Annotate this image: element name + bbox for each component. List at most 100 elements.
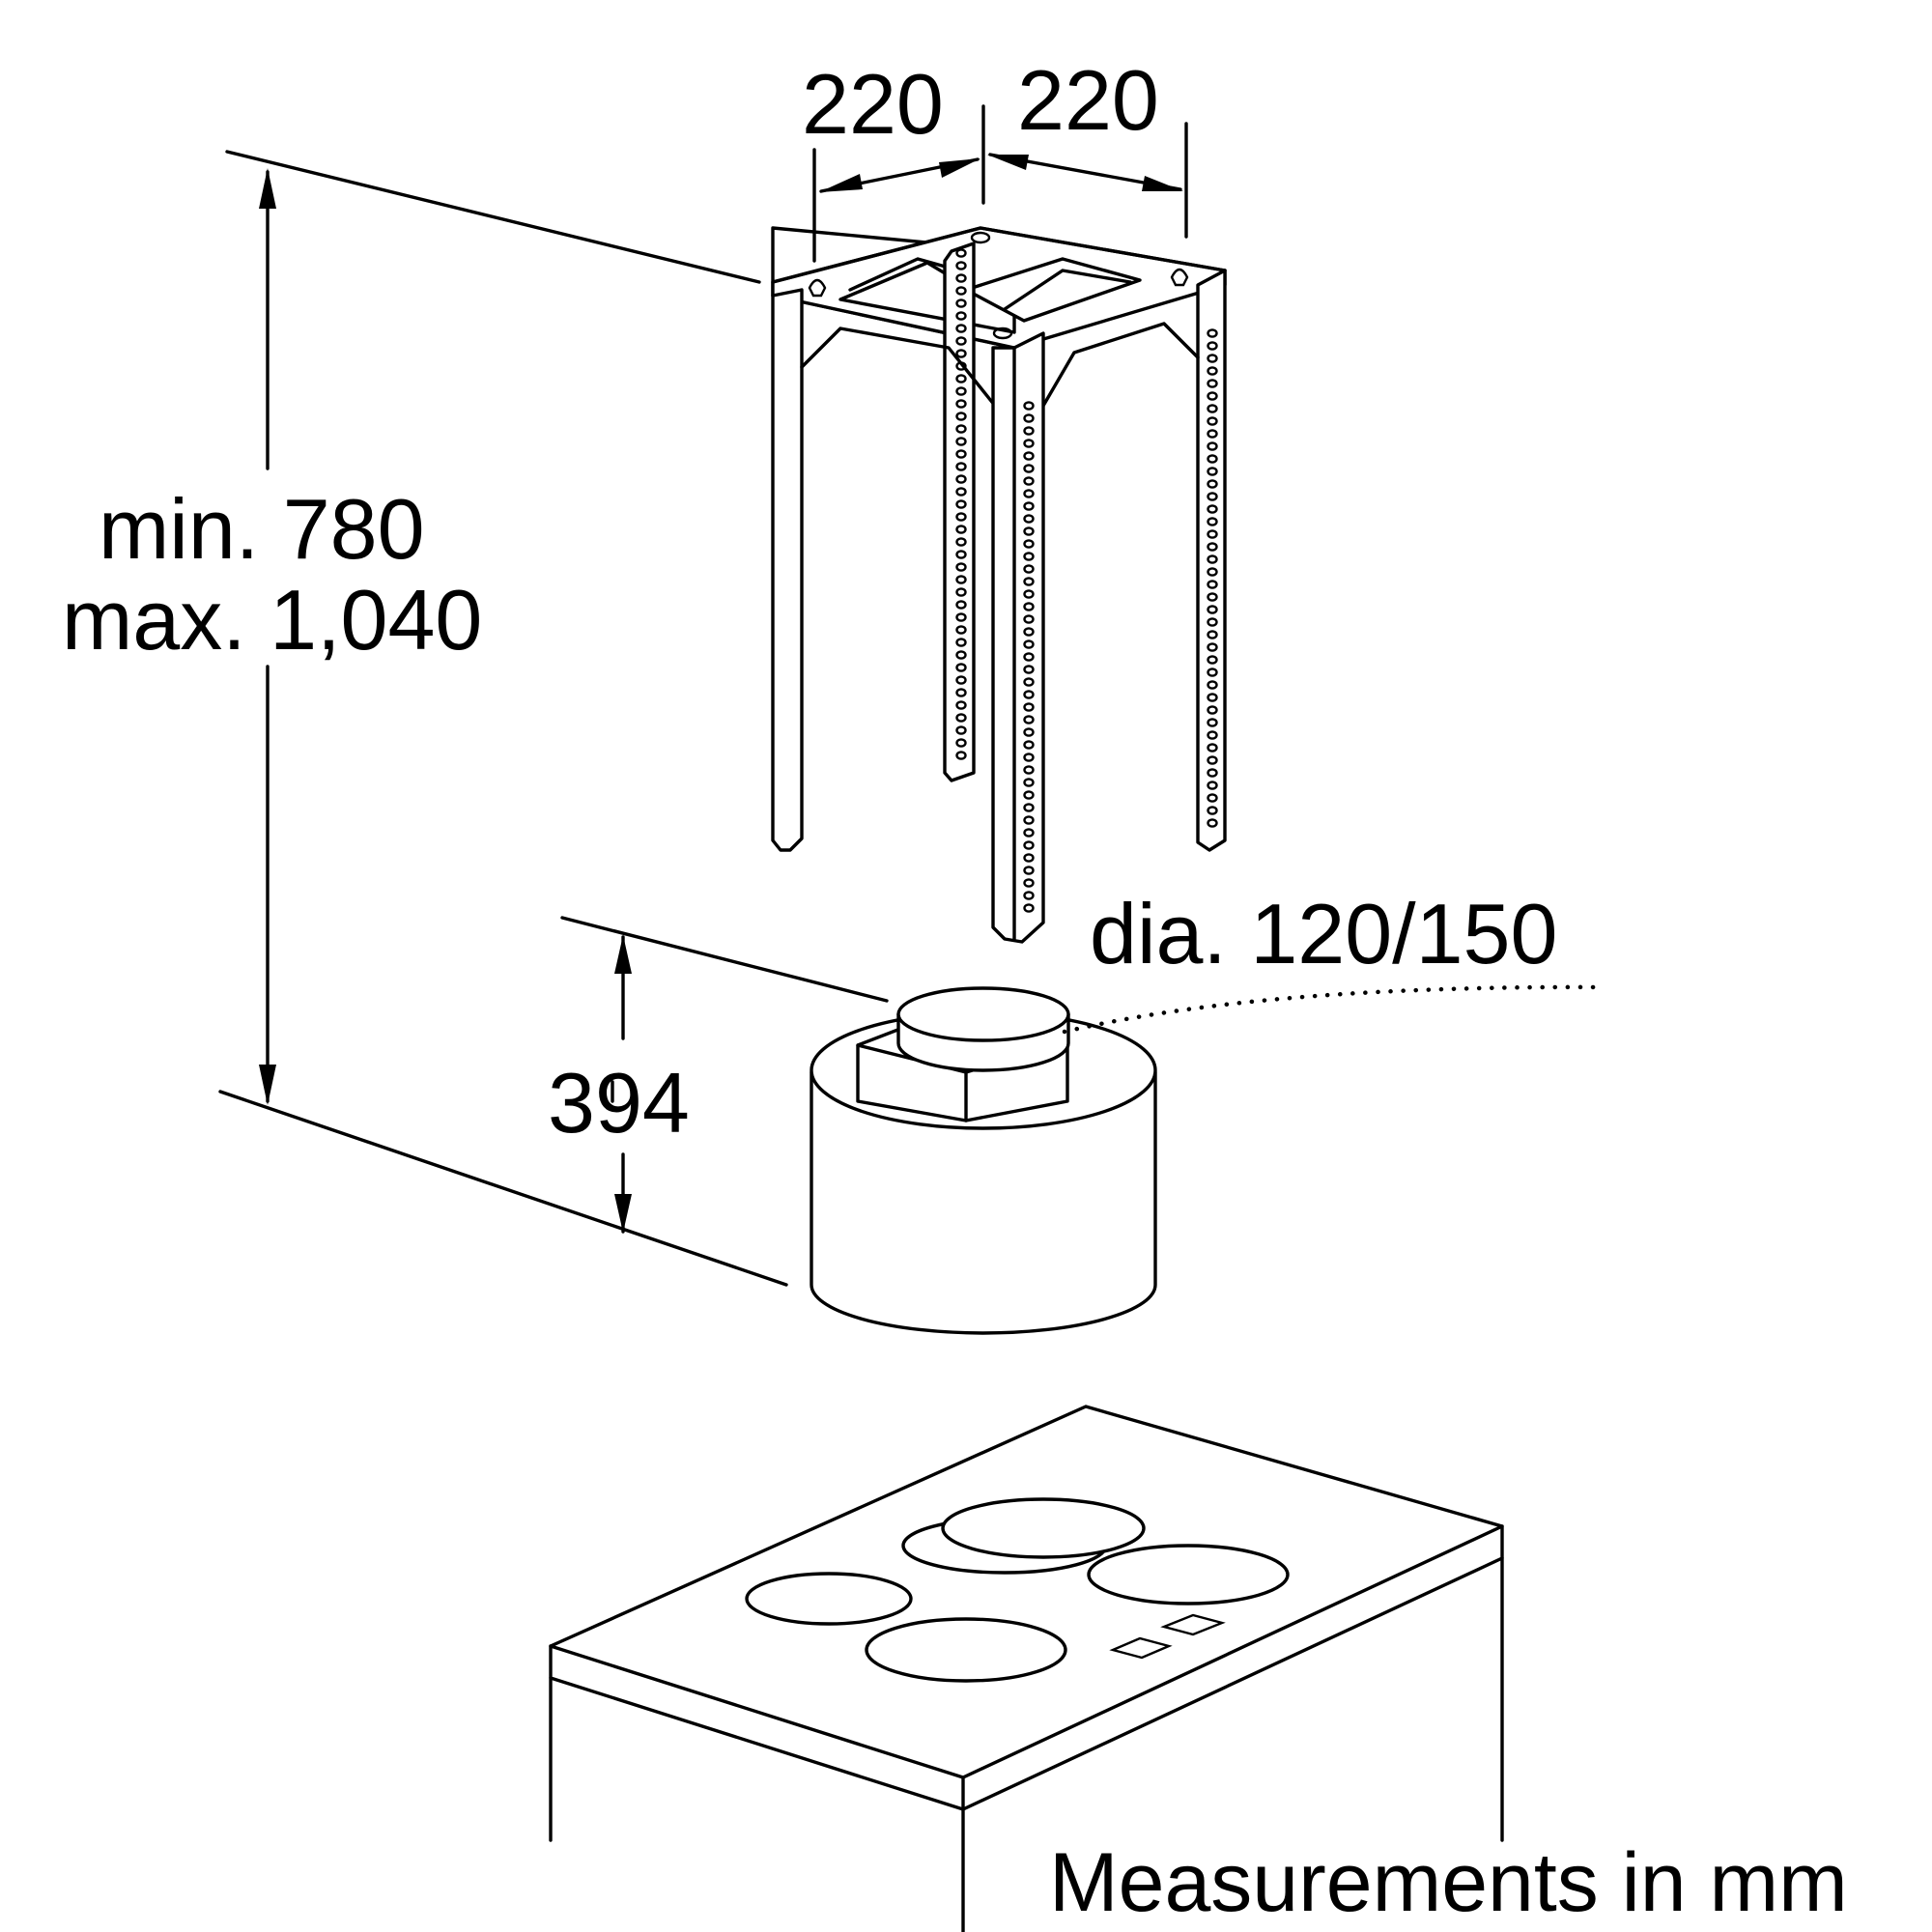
perforation-hole bbox=[955, 324, 967, 333]
perforation-hole bbox=[955, 663, 967, 672]
perforation-hole bbox=[1207, 341, 1218, 351]
perforation-hole bbox=[955, 638, 967, 647]
perforation-hole bbox=[1207, 806, 1218, 815]
perforation-hole bbox=[1207, 781, 1218, 790]
perforation-hole bbox=[1023, 451, 1035, 461]
perforation-hole bbox=[1207, 366, 1218, 376]
perforation-hole bbox=[955, 725, 967, 735]
perforation-hole bbox=[1207, 755, 1218, 765]
perforation-hole bbox=[1207, 642, 1218, 652]
perforation-hole bbox=[1023, 727, 1035, 737]
perforation-hole bbox=[1023, 476, 1035, 486]
perforation-hole bbox=[955, 675, 967, 685]
perforation-hole bbox=[1023, 665, 1035, 674]
hob-icon bbox=[549, 1405, 1504, 1932]
perforation-hole bbox=[1023, 564, 1035, 574]
perforation-hole bbox=[955, 412, 967, 421]
perforation-hole bbox=[955, 449, 967, 459]
perforation-hole bbox=[955, 261, 967, 270]
perforation-hole bbox=[1023, 526, 1035, 536]
perforation-hole bbox=[1207, 517, 1218, 526]
perforation-hole bbox=[955, 600, 967, 610]
perforation-hole bbox=[955, 248, 967, 258]
perforation-hole bbox=[1207, 429, 1218, 439]
perforation-hole bbox=[1023, 501, 1035, 511]
perforation-hole bbox=[955, 612, 967, 622]
perforation-hole bbox=[1207, 328, 1218, 338]
perforation-hole bbox=[955, 399, 967, 409]
perforation-hole bbox=[1023, 652, 1035, 662]
perforation-hole bbox=[1023, 828, 1035, 838]
perforation-hole bbox=[1023, 602, 1035, 611]
perforation-hole bbox=[955, 286, 967, 296]
perforation-hole bbox=[955, 349, 967, 358]
perforation-hole bbox=[1207, 668, 1218, 677]
cooker-hood-icon bbox=[810, 986, 1157, 1335]
perforation-hole bbox=[1023, 866, 1035, 875]
perforation-hole bbox=[955, 374, 967, 384]
perforation-hole bbox=[955, 311, 967, 321]
perforation-hole bbox=[1207, 379, 1218, 388]
perforation-hole bbox=[955, 298, 967, 308]
perforation-hole bbox=[955, 751, 967, 760]
units-note: Measurements in mm bbox=[1049, 1836, 1848, 1929]
perforation-hole bbox=[1207, 630, 1218, 639]
perforation-hole bbox=[955, 512, 967, 522]
perforation-hole bbox=[955, 437, 967, 446]
perforation-hole bbox=[1207, 617, 1218, 627]
perforation-hole bbox=[1207, 441, 1218, 451]
perforation-hole bbox=[1207, 504, 1218, 514]
perforation-hole bbox=[1023, 702, 1035, 712]
perforation-hole bbox=[955, 575, 967, 584]
perforation-hole bbox=[1023, 589, 1035, 599]
perforation-hole bbox=[1023, 439, 1035, 448]
perforation-hole bbox=[1207, 655, 1218, 665]
perforation-hole bbox=[1023, 426, 1035, 436]
perforation-hole bbox=[955, 625, 967, 635]
perforation-hole bbox=[955, 525, 967, 534]
perforation-hole bbox=[1207, 567, 1218, 577]
perforation-hole bbox=[955, 336, 967, 346]
perforation-hole bbox=[1023, 677, 1035, 687]
duct-diameter-label: dia. 120/150 bbox=[1090, 886, 1557, 981]
perforation-hole bbox=[1207, 404, 1218, 413]
perforation-hole bbox=[955, 650, 967, 660]
perforation-hole bbox=[1023, 514, 1035, 524]
perforation-hole bbox=[1207, 354, 1218, 363]
perforation-hole bbox=[1207, 529, 1218, 539]
perforation-hole bbox=[1207, 492, 1218, 501]
perforation-hole bbox=[1023, 853, 1035, 863]
perforation-hole bbox=[1207, 718, 1218, 727]
height-min-label: min. 780 bbox=[99, 481, 425, 577]
perforation-hole bbox=[955, 562, 967, 572]
leg-perforations bbox=[955, 248, 1218, 913]
perforation-hole bbox=[1023, 815, 1035, 825]
perforation-hole bbox=[1023, 740, 1035, 750]
perforation-hole bbox=[1023, 413, 1035, 423]
dimension-lines bbox=[218, 104, 1606, 1287]
perforation-hole bbox=[1023, 639, 1035, 649]
perforation-hole bbox=[1023, 778, 1035, 787]
perforation-hole bbox=[955, 462, 967, 471]
perforation-hole bbox=[955, 474, 967, 484]
perforation-hole bbox=[1207, 743, 1218, 753]
perforation-hole bbox=[1207, 554, 1218, 564]
perforation-hole bbox=[955, 499, 967, 509]
perforation-hole bbox=[955, 713, 967, 723]
perforation-hole bbox=[1207, 542, 1218, 552]
perforation-hole bbox=[955, 487, 967, 497]
perforation-hole bbox=[1207, 818, 1218, 828]
perforation-hole bbox=[1207, 680, 1218, 690]
perforation-hole bbox=[1023, 715, 1035, 724]
perforation-hole bbox=[1023, 753, 1035, 762]
perforation-hole bbox=[1023, 627, 1035, 637]
perforation-hole bbox=[1023, 840, 1035, 850]
perforation-hole bbox=[1023, 552, 1035, 561]
perforation-hole bbox=[1023, 539, 1035, 549]
perforation-hole bbox=[1023, 577, 1035, 586]
perforation-hole bbox=[1207, 592, 1218, 602]
perforation-hole bbox=[1207, 580, 1218, 589]
perforation-hole bbox=[1207, 391, 1218, 401]
perforation-hole bbox=[955, 537, 967, 547]
